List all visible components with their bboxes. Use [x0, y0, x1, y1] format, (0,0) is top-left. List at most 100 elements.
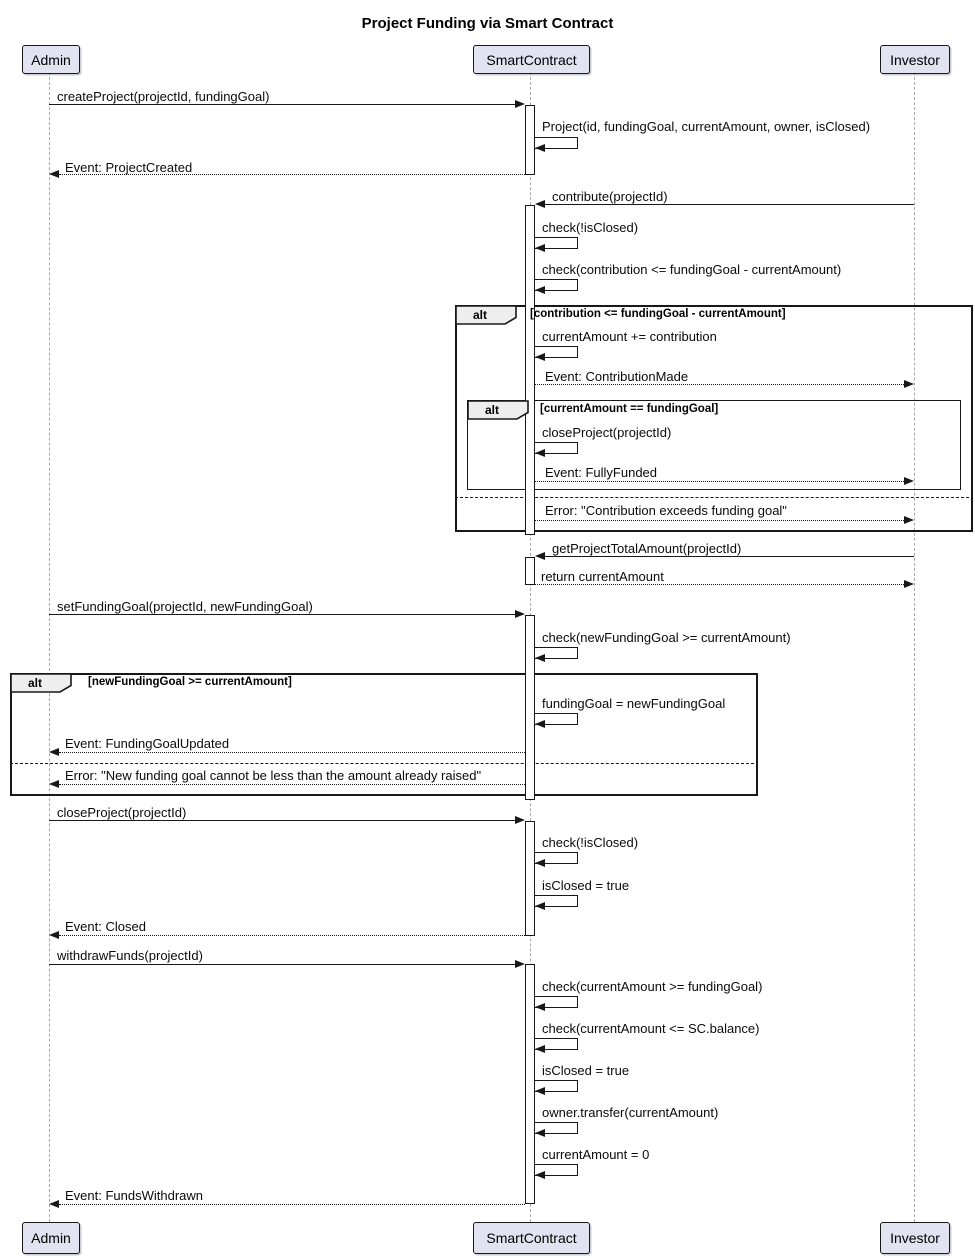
arrowhead-left [535, 353, 545, 361]
message-line [49, 964, 515, 965]
message-11-label: getProjectTotalAmount(projectId) [552, 541, 742, 556]
self-message-loop [535, 1038, 578, 1050]
message-24-label: check(currentAmount <= SC.balance) [542, 1021, 760, 1036]
self-message-loop [535, 1080, 578, 1092]
message-9-label: Event: FullyFunded [545, 465, 658, 480]
message-3-label: contribute(projectId) [552, 189, 668, 204]
message-line [535, 584, 904, 585]
alt-operator-label: alt [472, 308, 487, 322]
message-8-label: closeProject(projectId) [542, 425, 672, 440]
message-10-label: Error: "Contribution exceeds funding goa… [545, 503, 787, 518]
self-message-loop [535, 852, 578, 864]
arrowhead-left [535, 1003, 545, 1011]
else-divider [10, 763, 754, 764]
message-13-label: setFundingGoal(projectId, newFundingGoal… [57, 599, 313, 614]
self-message-loop [535, 137, 578, 149]
arrowhead-left [535, 1129, 545, 1137]
alt-operator-tab [467, 400, 529, 420]
alt-operator-tab [455, 305, 517, 325]
self-message-loop [535, 895, 578, 907]
arrowhead-left [535, 720, 545, 728]
message-14-label: check(newFundingGoal >= currentAmount) [542, 630, 791, 645]
activation-bar [525, 557, 535, 585]
arrowhead-left [49, 1200, 59, 1208]
arrowhead-left [535, 286, 545, 294]
alt-frame-funding-goal [10, 673, 758, 796]
arrowhead-left [49, 931, 59, 939]
arrowhead-left [535, 200, 545, 208]
message-21-label: Event: Closed [65, 919, 146, 934]
arrowhead-right [904, 477, 914, 485]
activation-bar [525, 105, 535, 175]
message-27-label: currentAmount = 0 [542, 1147, 650, 1162]
arrowhead-right [904, 516, 914, 524]
message-20-label: isClosed = true [542, 878, 630, 893]
message-4-label: check(!isClosed) [542, 220, 639, 235]
message-line [49, 104, 515, 105]
message-line [545, 556, 914, 557]
message-7-label: Event: ContributionMade [545, 369, 689, 384]
self-message-loop [535, 713, 578, 725]
arrowhead-right [904, 380, 914, 388]
participant-investor-bottom: Investor [880, 1222, 950, 1254]
message-line [59, 784, 525, 785]
arrowhead-right [515, 100, 525, 108]
message-15-label: fundingGoal = newFundingGoal [542, 696, 726, 711]
arrowhead-left [49, 170, 59, 178]
participant-admin-top: Admin [22, 45, 80, 74]
arrowhead-right [904, 580, 914, 588]
self-message-loop [535, 279, 578, 291]
arrowhead-left [535, 552, 545, 560]
arrowhead-left [49, 780, 59, 788]
arrowhead-left [535, 1045, 545, 1053]
message-16-label: Event: FundingGoalUpdated [65, 736, 230, 751]
self-message-loop [535, 996, 578, 1008]
message-line [59, 174, 525, 175]
message-28-label: Event: FundsWithdrawn [65, 1188, 204, 1203]
message-25-label: isClosed = true [542, 1063, 630, 1078]
activation-bar [525, 821, 535, 936]
message-line [59, 1204, 525, 1205]
alt-frame-fully-funded [467, 400, 961, 490]
self-message-loop [535, 346, 578, 358]
alt-condition: [newFundingGoal >= currentAmount] [88, 676, 292, 688]
arrowhead-left [535, 654, 545, 662]
message-26-label: owner.transfer(currentAmount) [542, 1105, 719, 1120]
message-12-label: return currentAmount [541, 569, 664, 584]
activation-bar [525, 205, 535, 535]
self-message-loop [535, 1122, 578, 1134]
participant-investor-top: Investor [880, 45, 950, 74]
participant-smartcontract-bottom: SmartContract [473, 1222, 590, 1254]
activation-bar [525, 615, 535, 800]
arrowhead-right [515, 816, 525, 824]
else-divider [455, 497, 969, 498]
message-line [59, 935, 525, 936]
alt-condition: [contribution <= fundingGoal - currentAm… [530, 308, 786, 320]
message-line [535, 481, 904, 482]
lifeline-investor [914, 72, 915, 1222]
arrowhead-left [49, 748, 59, 756]
message-0-label: createProject(projectId, fundingGoal) [57, 89, 270, 104]
alt-frame-contribution [455, 305, 973, 532]
diagram-title: Project Funding via Smart Contract [361, 15, 614, 32]
message-line [49, 614, 515, 615]
alt-operator-tab [10, 673, 72, 693]
message-line [535, 384, 904, 385]
message-line [535, 520, 904, 521]
self-message-loop [535, 1164, 578, 1176]
message-line [49, 820, 515, 821]
message-18-label: closeProject(projectId) [57, 805, 187, 820]
alt-operator-label: alt [27, 676, 42, 690]
arrowhead-left [535, 1087, 545, 1095]
arrowhead-left [535, 244, 545, 252]
lifeline-admin [49, 72, 50, 1222]
arrowhead-right [515, 960, 525, 968]
arrowhead-left [535, 859, 545, 867]
arrowhead-left [535, 902, 545, 910]
message-22-label: withdrawFunds(projectId) [57, 948, 203, 963]
alt-operator-label: alt [484, 403, 499, 417]
alt-condition: [currentAmount == fundingGoal] [540, 403, 719, 415]
message-17-label: Error: "New funding goal cannot be less … [65, 768, 482, 783]
message-6-label: currentAmount += contribution [542, 329, 717, 344]
message-19-label: check(!isClosed) [542, 835, 639, 850]
